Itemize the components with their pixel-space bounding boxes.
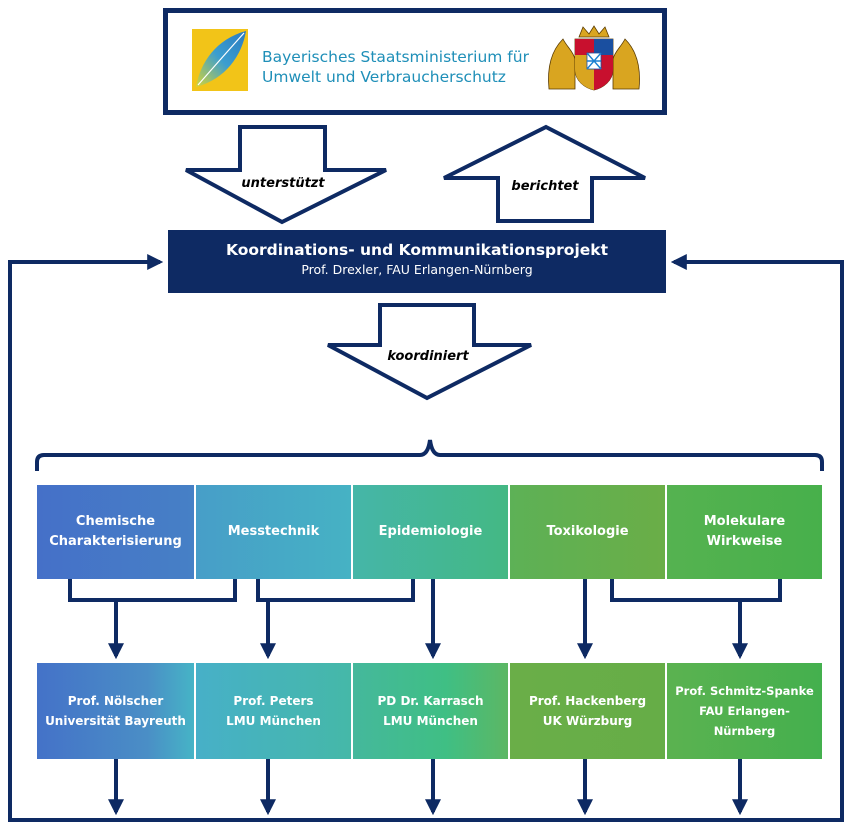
department-chemische-charakterisierung: Chemische Charakterisierung xyxy=(37,485,194,579)
coordination-title: Koordinations- und Kommunikationsprojekt xyxy=(225,241,608,259)
professor-label: Prof. Hackenberg UK Würzburg xyxy=(528,694,647,728)
ministry-name: Bayerisches Staatsministerium für Umwelt… xyxy=(262,47,542,87)
connector-mess xyxy=(256,579,415,602)
department-molekulare-wirkweise: Molekulare Wirkweise xyxy=(667,485,822,579)
ministry-name-line1: Bayerisches Staatsministerium für xyxy=(262,48,529,66)
professor-karrasch: PD Dr. Karrasch LMU München xyxy=(353,663,508,759)
professor-label: PD Dr. Karrasch LMU München xyxy=(377,694,484,728)
group-brace xyxy=(35,439,824,471)
coordinates-label: koordiniert xyxy=(387,349,469,364)
coordination-project-box: Koordinations- und Kommunikationsprojekt… xyxy=(168,230,666,293)
professor-hackenberg: Prof. Hackenberg UK Würzburg xyxy=(510,663,665,759)
bavarian-coat-of-arms-icon xyxy=(548,25,640,91)
professor-label: Prof. Nölscher Universität Bayreuth xyxy=(45,694,186,728)
department-label: Molekulare Wirkweise xyxy=(703,514,786,549)
coordination-subtitle: Prof. Drexler, FAU Erlangen-Nürnberg xyxy=(301,262,533,277)
ministry-leaf-logo-icon xyxy=(192,29,248,91)
supports-block-arrow xyxy=(185,125,387,225)
department-label: Messtechnik xyxy=(227,524,320,539)
professor-noelscher: Prof. Nölscher Universität Bayreuth xyxy=(37,663,194,759)
professor-peters: Prof. Peters LMU München xyxy=(196,663,351,759)
department-epidemiologie: Epidemiologie xyxy=(353,485,508,579)
department-label: Toxikologie xyxy=(546,524,629,539)
reports-block-arrow xyxy=(443,124,646,223)
feedback-loop-right xyxy=(268,254,844,822)
reports-label: berichtet xyxy=(511,179,579,194)
connector-chem xyxy=(68,579,237,602)
feedback-loop-left xyxy=(8,254,268,822)
ministry-name-line2: Umwelt und Verbraucherschutz xyxy=(262,68,506,86)
professor-label: Prof. Schmitz-Spanke FAU Erlangen- Nürnb… xyxy=(675,684,814,738)
connector-mol xyxy=(610,579,782,602)
professor-schmitz-spanke: Prof. Schmitz-Spanke FAU Erlangen- Nürnb… xyxy=(667,663,822,759)
professor-label: Prof. Peters LMU München xyxy=(226,694,321,728)
supports-label: unterstützt xyxy=(241,176,325,191)
department-label: Epidemiologie xyxy=(378,524,483,539)
department-messtechnik: Messtechnik xyxy=(196,485,351,579)
department-toxikologie: Toxikologie xyxy=(510,485,665,579)
coordinates-block-arrow xyxy=(327,303,532,401)
department-label: Chemische Charakterisierung xyxy=(49,514,182,549)
